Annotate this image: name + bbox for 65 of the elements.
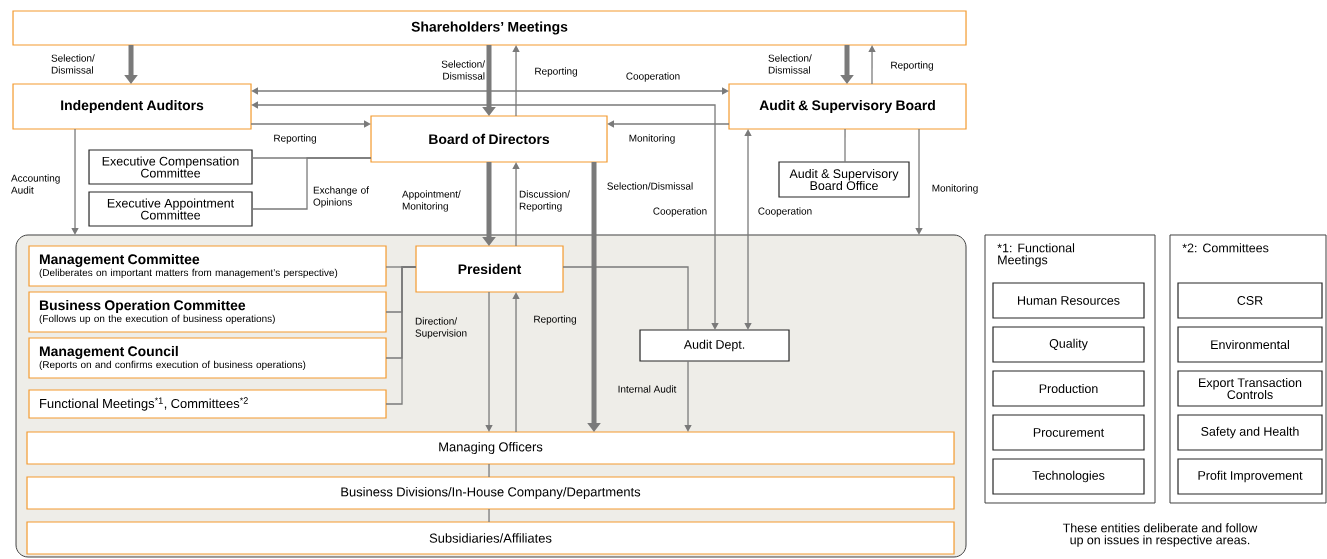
connector-line [562,266,689,331]
edge-label: Appointment/ Monitoring [402,190,461,212]
arrow [607,120,730,128]
arrow [512,45,520,117]
edge-label: Selection/ Dismissal [441,60,485,80]
note-text: These entities deliberate and follow up on issues in respective areas. [1062,523,1258,547]
item-box: Technologies [992,458,1145,495]
org-box: Business Divisions/In-House Company/Departments [26,476,955,510]
edge-label: Discussion/ Reporting [519,190,570,212]
arrow [251,101,719,330]
edge-label: Internal Audit [618,385,677,393]
edge-label: Reporting [534,315,576,325]
item-box: Export Transaction Controls [1177,370,1323,407]
arrow [868,45,876,85]
arrow [744,129,752,330]
connector-line [385,266,417,405]
edge-label: Exchange of Opinions [313,186,369,208]
edge-label: Cooperation [758,207,812,217]
arrow [251,87,729,95]
arrow [915,128,923,235]
edge-label: Reporting [891,61,933,71]
unit-box: Audit Dept. [639,329,790,362]
item-box: Profit Improvement [1177,458,1323,495]
edge-label: Selection/ Dismissal [768,54,812,74]
edge-label: Selection/ Dismissal [51,54,95,74]
edge-label: Cooperation [626,72,680,82]
edge-label: Selection/Dismissal [607,182,693,190]
connector-line [488,463,490,478]
item-box: Environmental [1177,326,1323,363]
edge-label: Reporting [274,134,316,144]
unit-box: Executive Appointment Committee [88,191,253,227]
org-box: Managing Officers [26,431,955,465]
connector-line [251,157,372,210]
arrow [512,162,520,247]
edge-label: Direction/ Supervision [415,317,467,339]
committee-box: Business Operation Committee (Follows up on the execution of business operations) [28,291,387,333]
edge-label: Cooperation [653,207,707,217]
edge-label: Reporting [535,67,577,77]
org-box: Board of Directors [370,115,608,163]
connector-line [488,508,490,523]
edge-label: Monitoring [629,134,675,144]
arrow [485,291,493,432]
edge-label: Accounting Audit [11,174,60,194]
unit-box: Audit & Supervisory Board Office [778,161,910,198]
committee-box: Functional Meetings$^{*1}$, Committees$^{*2}$ [28,389,387,419]
connector-line [844,128,846,163]
org-box: Subsidiaries/Affiliates [26,521,955,555]
arrow [684,360,692,432]
arrow [71,128,79,235]
committee-box: Management Council (Reports on and confirms execution of business operations) [28,337,387,379]
item-box: CSR [1177,282,1323,319]
item-box: Production [992,370,1145,407]
edge-label: Monitoring [932,184,978,194]
org-box: President [415,245,564,293]
arrow [250,120,371,128]
item-box: Quality [992,326,1145,363]
arrow [512,292,520,433]
org-box: Shareholders’ Meetings [12,10,967,46]
unit-box: Executive Compensation Committee [88,149,253,185]
item-box: Safety and Health [1177,414,1323,451]
item-box: Human Resources [992,282,1145,319]
org-box: Audit & Supervisory Board [728,83,967,130]
item-box: Procurement [992,414,1145,451]
org-box: Independent Auditors [12,83,252,130]
committee-box: Management Committee (Deliberates on important matters from management’s perspective) [28,245,387,287]
